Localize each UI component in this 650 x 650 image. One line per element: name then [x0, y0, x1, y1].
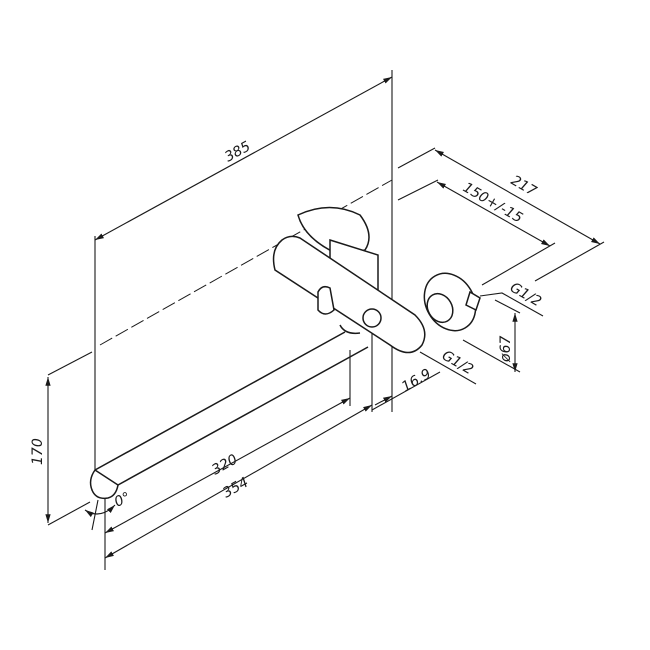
- extension-lines: [47, 70, 605, 570]
- label-16-9: 16.9: [399, 366, 434, 395]
- spout: [89, 331, 369, 500]
- label-diameter-67: ø67: [498, 336, 514, 363]
- label-354: 354: [220, 475, 251, 502]
- dimension-lines: [45, 76, 601, 559]
- faucet-body: [272, 206, 481, 354]
- label-170: 170: [30, 438, 46, 465]
- label-angle: 0°: [112, 489, 133, 510]
- label-217: 217: [508, 173, 539, 200]
- label-320: 320: [209, 452, 240, 479]
